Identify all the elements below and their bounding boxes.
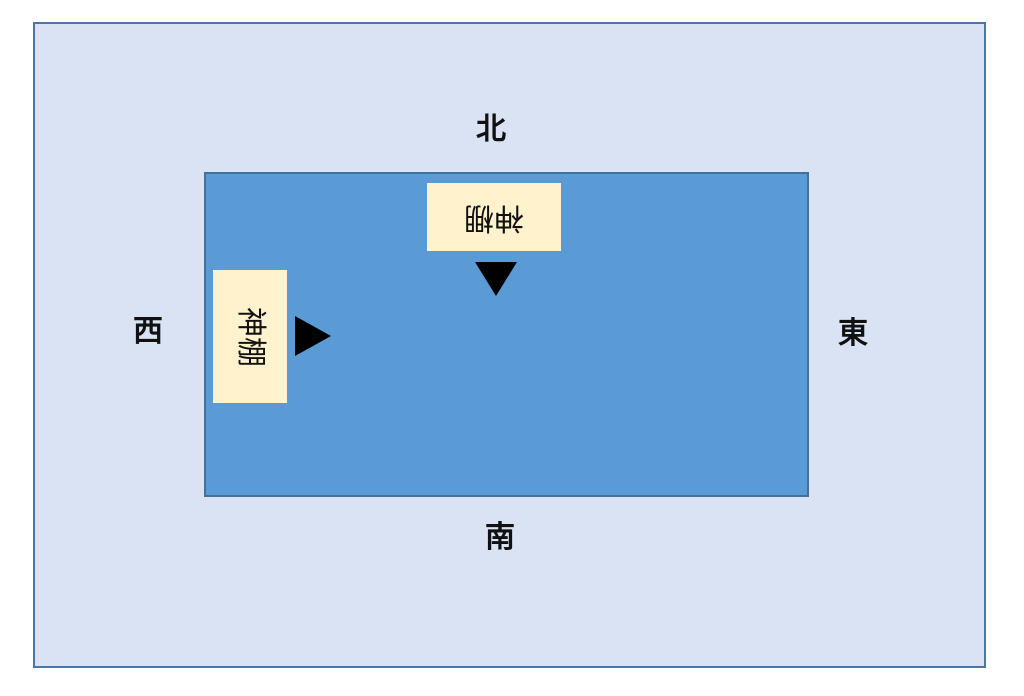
direction-east-label: 東: [838, 316, 868, 351]
arrow-right-icon: [295, 316, 331, 356]
kamidana-north: 神棚: [427, 183, 561, 251]
direction-west-label: 西: [133, 314, 163, 349]
direction-north-label: 北: [476, 112, 506, 147]
direction-south-label: 南: [485, 520, 515, 555]
kamidana-west: 神棚: [213, 270, 287, 403]
arrow-down-icon: [475, 262, 517, 296]
kamidana-west-label: 神棚: [233, 306, 268, 367]
kamidana-north-label: 神棚: [464, 200, 524, 235]
